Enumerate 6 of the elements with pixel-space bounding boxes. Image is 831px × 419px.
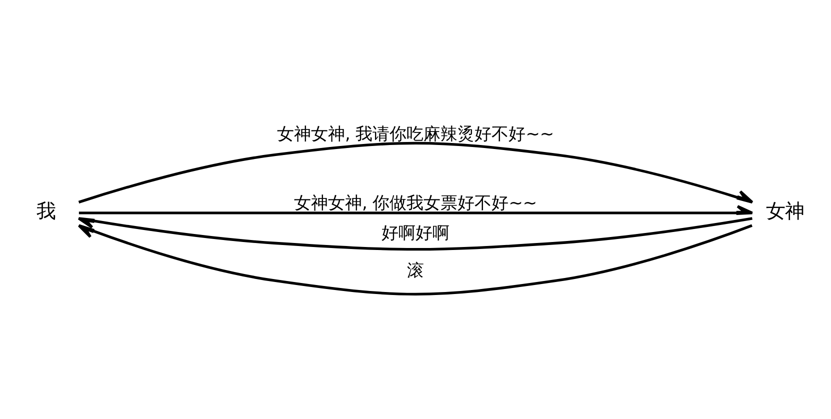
- edge-label: 女神女神, 我请你吃麻辣烫好不好~~: [276, 122, 554, 143]
- node-text: 女神: [766, 198, 804, 222]
- edge-label: 好啊好啊: [382, 222, 450, 242]
- node-text: 我: [36, 198, 56, 222]
- edge-label: 滚: [407, 260, 424, 280]
- edge-label: 女神女神, 你做我女票好不好~~: [294, 192, 538, 212]
